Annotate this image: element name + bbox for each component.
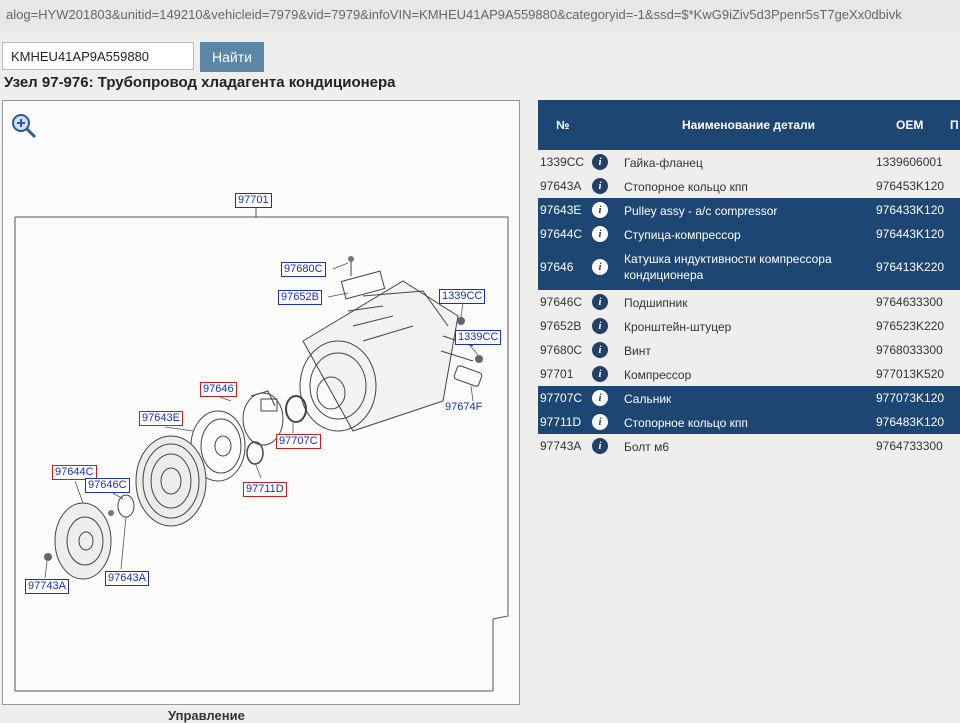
address-bar[interactable]: alog=HYW201803&unitid=149210&vehicleid=7… (0, 0, 960, 32)
table-row[interactable]: 97743A i Болт м6 9764733300 (538, 434, 960, 458)
row-oem: 976433K120 (876, 203, 945, 217)
footer-heading: Управление (168, 708, 245, 723)
label-1339CC-a[interactable]: 1339CC (439, 289, 486, 304)
row-code: 97701 (540, 367, 574, 381)
row-oem: 1339606001 (876, 155, 943, 169)
info-icon[interactable]: i (592, 178, 608, 194)
table-row[interactable]: 97711D i Стопорное кольцо кпп 976483K120 (538, 410, 960, 434)
info-icon[interactable]: i (592, 202, 608, 218)
row-oem: 977013K520 (876, 367, 945, 381)
label-97680C[interactable]: 97680C (281, 262, 326, 277)
label-1339CC-b[interactable]: 1339CC (455, 330, 502, 345)
row-name: Компрессор (624, 368, 692, 382)
header-oem: OEM (896, 118, 924, 132)
row-code: 97680C (540, 343, 583, 357)
label-97701[interactable]: 97701 (235, 193, 272, 208)
info-icon[interactable]: i (592, 414, 608, 430)
info-icon[interactable]: i (592, 342, 608, 358)
label-97644C[interactable]: 97644C (52, 465, 97, 480)
label-97652B[interactable]: 97652B (278, 290, 322, 305)
row-name: Катушка индуктивности компрессора кондиц… (624, 252, 832, 282)
row-code: 97644C (540, 227, 583, 241)
label-97674F[interactable]: 97674F (445, 401, 483, 413)
row-oem: 976483K120 (876, 415, 945, 429)
vin-search-input[interactable] (2, 42, 194, 70)
row-code: 97711D (540, 415, 582, 429)
label-97707C[interactable]: 97707C (276, 434, 321, 449)
label-97646C[interactable]: 97646C (85, 478, 130, 493)
label-97646[interactable]: 97646 (200, 382, 237, 397)
row-code: 97643E (540, 203, 582, 217)
page-title: Узел 97-976: Трубопровод хладагента конд… (4, 74, 396, 91)
table-row[interactable]: 97643A i Стопорное кольцо кпп 976453K120 (538, 174, 960, 198)
label-97711D[interactable]: 97711D (243, 482, 287, 497)
zoom-in-icon[interactable] (11, 113, 37, 139)
info-icon[interactable]: i (592, 366, 608, 382)
row-code: 1339CC (540, 155, 585, 169)
row-oem: 976523K220 (876, 319, 945, 333)
row-oem: 976443K120 (876, 227, 945, 241)
info-icon[interactable]: i (592, 438, 608, 454)
row-oem: 9768033300 (876, 343, 943, 357)
compressor-drawing (299, 270, 483, 432)
row-code: 97646C (540, 295, 583, 309)
header-name: Наименование детали (682, 118, 816, 132)
row-name: Ступица-компрессор (624, 228, 741, 242)
table-row[interactable]: 97646 i Катушка индуктивности компрессора … (538, 246, 960, 290)
row-code: 97652B (540, 319, 582, 333)
table-header: № Наименование детали OEM П (538, 100, 960, 150)
info-icon[interactable]: i (592, 154, 608, 170)
row-oem: 9764633300 (876, 295, 943, 309)
row-name: Болт м6 (624, 440, 670, 454)
info-icon[interactable]: i (592, 226, 608, 242)
row-code: 97707C (540, 391, 583, 405)
row-oem: 976413K220 (876, 260, 945, 274)
row-name: Кронштейн-штуцер (624, 320, 732, 334)
row-name: Стопорное кольцо кпп (624, 180, 748, 194)
row-oem: 9764733300 (876, 439, 943, 453)
parts-diagram: 97701 97680C 97652B 1339CC 1339CC 97674F… (2, 100, 520, 705)
parts-table: № Наименование детали OEM П 1339CC i Гайка… (538, 100, 960, 458)
row-oem: 977073K120 (876, 391, 945, 405)
info-icon[interactable]: i (592, 390, 608, 406)
url-text: alog=HYW201803&unitid=149210&vehicleid=7… (6, 7, 902, 22)
row-code: 97646 (540, 260, 574, 274)
row-oem: 976453K120 (876, 179, 945, 193)
table-row[interactable]: 97707C i Сальник 977073K120 (538, 386, 960, 410)
header-extra: П (950, 118, 959, 132)
info-icon[interactable]: i (592, 259, 608, 275)
table-row[interactable]: 97644C i Ступица-компрессор 976443K120 (538, 222, 960, 246)
info-icon[interactable]: i (592, 294, 608, 310)
header-num: № (556, 118, 570, 132)
row-name: Винт (624, 344, 651, 358)
diagram-drawing (14, 205, 509, 692)
table-row[interactable]: 97680C i Винт 9768033300 (538, 338, 960, 362)
find-button[interactable]: Найти (200, 42, 264, 72)
row-code: 97743A (540, 439, 582, 453)
table-row[interactable]: 1339CC i Гайка-фланец 1339606001 (538, 150, 960, 174)
row-name: Гайка-фланец (624, 156, 703, 170)
table-row[interactable]: 97646C i Подшипник 9764633300 (538, 290, 960, 314)
info-icon[interactable]: i (592, 318, 608, 334)
table-row[interactable]: 97652B i Кронштейн-штуцер 976523K220 (538, 314, 960, 338)
table-row[interactable]: 97701 i Компрессор 977013K520 (538, 362, 960, 386)
row-name: Стопорное кольцо кпп (624, 416, 748, 430)
row-code: 97643A (540, 179, 582, 193)
row-name: Сальник (624, 392, 672, 406)
row-name: Подшипник (624, 296, 688, 310)
row-name: Pulley assy - a/c compressor (624, 204, 778, 218)
label-97643A[interactable]: 97643A (105, 571, 149, 586)
label-97743A[interactable]: 97743A (25, 579, 69, 594)
table-row[interactable]: 97643E i Pulley assy - a/c compressor 97643… (538, 198, 960, 222)
label-97643E[interactable]: 97643E (139, 411, 183, 426)
